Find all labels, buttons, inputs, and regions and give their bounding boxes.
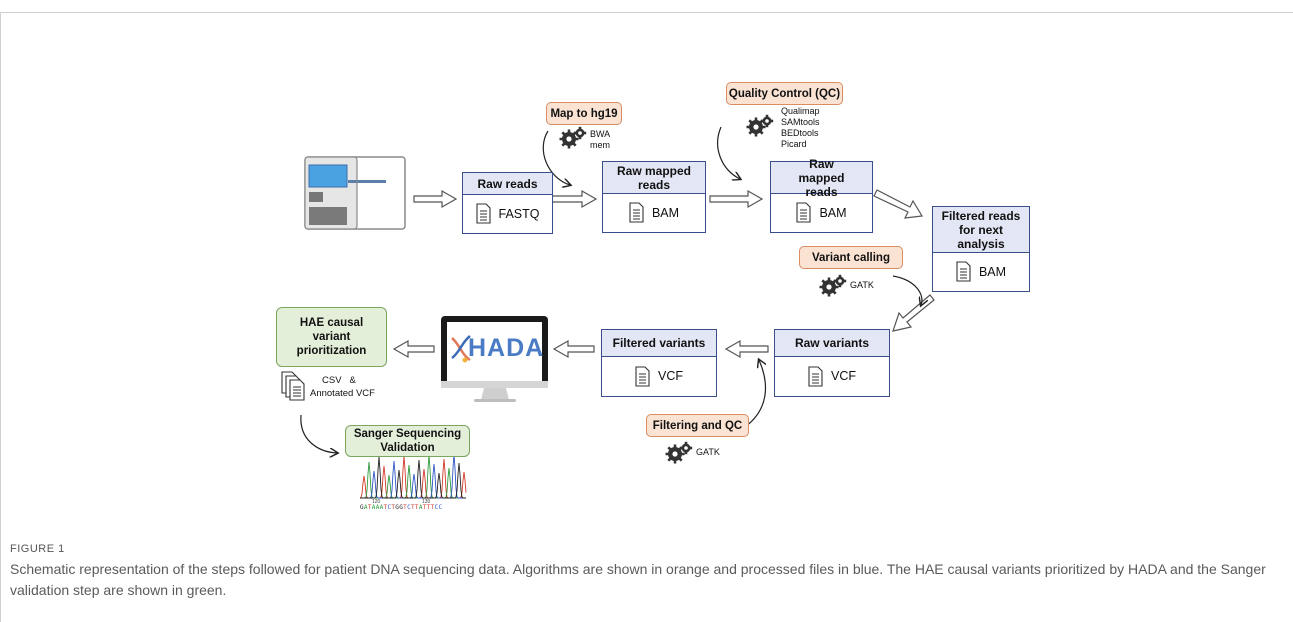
- file-box-raw-mapped-2: Raw mapped reads BAM: [770, 157, 873, 233]
- base-letter: T: [410, 504, 415, 511]
- curve-sanger: [300, 414, 337, 453]
- hada-logo-text: HADA: [468, 334, 545, 362]
- arrow-seq-to-raw: [413, 189, 458, 209]
- base-letter: T: [367, 504, 372, 511]
- file-box-raw-variants: Raw variants VCF: [774, 329, 890, 397]
- arrow-filtered-to-rawvariants: [892, 294, 935, 332]
- file-title: Raw variants: [775, 330, 889, 357]
- tool-bwa: BWA: [590, 129, 611, 139]
- tool-qualimap: Qualimap: [781, 106, 820, 116]
- file-box-filtered-variants: Filtered variants VCF: [601, 329, 717, 397]
- gear-icon: [665, 441, 693, 464]
- document-icon: [956, 261, 971, 282]
- document-icon: [635, 365, 650, 387]
- algo-quality-control: Quality Control (QC): [726, 82, 843, 105]
- algo-filtering-qc: Filtering and QC: [646, 414, 749, 437]
- flow-arrows: [392, 189, 935, 359]
- algo-map-to-hg19: Map to hg19: [546, 102, 622, 125]
- base-letter: T: [403, 504, 408, 511]
- document-icon: [629, 202, 644, 223]
- chromatogram-trace: [360, 456, 466, 499]
- file-format: BAM: [978, 264, 1007, 279]
- tool-mem: mem: [590, 140, 610, 150]
- frame-top-border: [0, 12, 1293, 13]
- frame-left-border: [0, 12, 1, 622]
- file-format: BAM: [819, 205, 847, 220]
- file-format: VCF: [658, 369, 683, 383]
- gear-icon: [559, 126, 587, 149]
- tool-samtools: SAMtools: [781, 117, 820, 127]
- prio-files-line2: Annotated VCF: [310, 388, 375, 399]
- document-icon: [808, 365, 823, 387]
- base-letter: A: [379, 504, 384, 511]
- base-letter: G: [360, 504, 364, 511]
- curve-filtering: [744, 360, 765, 428]
- tool-bedtools: BEDtools: [781, 128, 819, 138]
- sequencer-icon: [304, 156, 406, 230]
- gear-icon: [819, 274, 847, 297]
- base-letter: G: [399, 504, 404, 511]
- file-title: Raw mapped reads: [771, 157, 872, 199]
- file-box-raw-mapped-1: Raw mapped reads BAM: [602, 161, 706, 233]
- file-title: Raw mapped reads: [603, 162, 705, 194]
- arrow-filtered-to-monitor: [552, 339, 595, 359]
- result-sanger: Sanger Sequencing Validation: [345, 425, 470, 457]
- algo-variant-calling: Variant calling: [799, 246, 903, 269]
- arrow-rawvar-to-filteredvar: [724, 339, 769, 359]
- prio-files-line1: CSV &: [322, 375, 356, 386]
- document-icon: [796, 202, 812, 223]
- curve-qc: [717, 126, 740, 179]
- tool-gatk-filter: GATK: [696, 447, 720, 457]
- gear-icon: [746, 114, 774, 137]
- base-letter: A: [371, 504, 376, 511]
- pipeline-diagram: [300, 126, 935, 499]
- base-letter: C: [434, 504, 439, 511]
- chromatogram-icon: [359, 453, 467, 499]
- base-letter: A: [363, 504, 368, 511]
- base-letter: T: [426, 504, 431, 511]
- arrow-mapped1-to-mapped2: [709, 189, 764, 209]
- tool-picard: Picard: [781, 139, 807, 149]
- arrow-monitor-to-prio: [392, 339, 435, 359]
- base-letter: A: [375, 504, 380, 511]
- chromatogram-pos2: 130: [422, 499, 431, 505]
- base-letter: T: [414, 504, 419, 511]
- figure-caption: Schematic representation of the steps fo…: [10, 561, 1266, 598]
- chromatogram-pos1: 120: [372, 499, 381, 505]
- curved-arrows: [300, 126, 922, 453]
- file-title: Filtered variants: [602, 330, 716, 357]
- chromatogram-sequence: GATAAATCTGGTCTTATTTCC: [360, 504, 442, 511]
- file-format: VCF: [831, 369, 856, 383]
- file-title: Raw reads: [463, 173, 552, 195]
- base-letter: C: [387, 504, 392, 511]
- arrow-raw-to-mapped1: [551, 189, 598, 209]
- base-letter: C: [407, 504, 411, 511]
- base-letter: T: [383, 504, 388, 511]
- curve-variant: [892, 275, 922, 305]
- figure-label: FIGURE 1: [10, 543, 65, 555]
- document-icon: [475, 203, 491, 224]
- arrow-mapped2-to-filtered: [873, 189, 923, 219]
- file-format: FASTQ: [498, 206, 540, 221]
- documents-icon: [281, 371, 305, 401]
- result-prioritization: HAE causal variant prioritization: [276, 307, 387, 367]
- base-letter: T: [422, 504, 427, 511]
- file-box-filtered-reads: Filtered reads for next analysis BAM: [932, 206, 1030, 292]
- tool-gatk-vc: GATK: [850, 280, 874, 290]
- curve-map: [542, 130, 570, 185]
- base-letter: T: [391, 504, 396, 511]
- base-letter: T: [430, 504, 435, 511]
- monitor-icon: [441, 316, 548, 402]
- base-letter: A: [418, 504, 423, 511]
- file-title: Filtered reads for next analysis: [933, 207, 1029, 253]
- base-letter: G: [395, 504, 400, 511]
- file-box-raw-reads: Raw reads FASTQ: [462, 172, 553, 234]
- file-format: BAM: [651, 205, 680, 220]
- base-letter: C: [438, 504, 443, 511]
